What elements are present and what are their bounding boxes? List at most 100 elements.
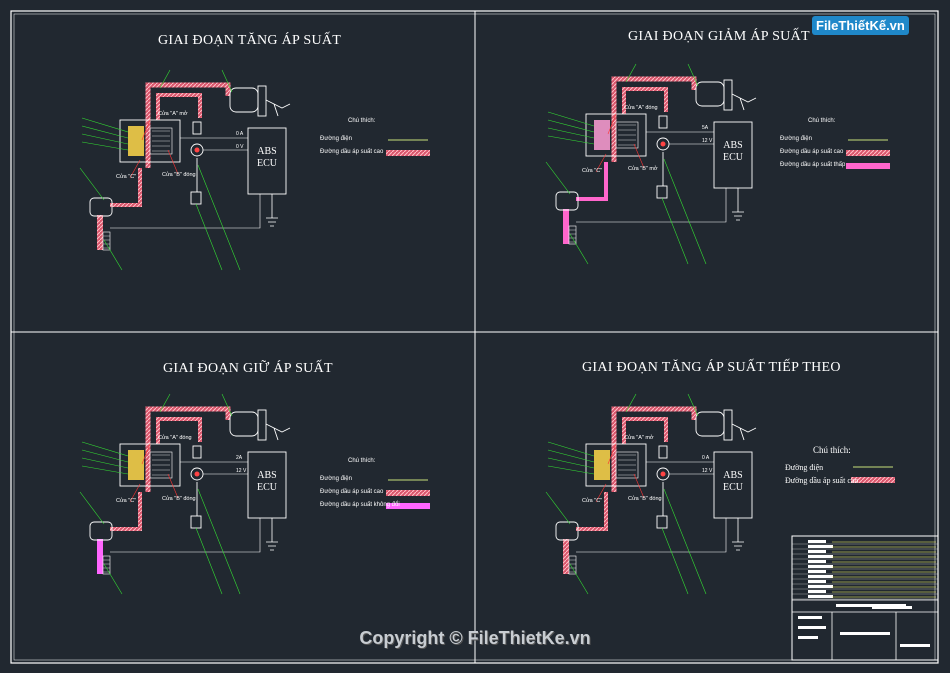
panel-title: GIAI ĐOẠN GIẢM ÁP SUẤT <box>628 29 810 44</box>
port-callout <box>141 119 151 141</box>
port-callout <box>607 443 617 465</box>
leader-line <box>81 457 129 469</box>
ecu-volt-top: 0 A <box>236 131 244 137</box>
solenoid-coil <box>594 120 610 150</box>
pump-rotor <box>660 471 666 477</box>
wheel-pipe <box>576 162 608 201</box>
ecu-volt-top: 2A <box>236 455 243 461</box>
port-callout <box>141 443 151 465</box>
leader-line <box>625 63 637 83</box>
legend-title: Chú thích: <box>348 118 376 124</box>
port-a-label: Cửa "A" đóng <box>624 105 658 111</box>
wheel-pipe <box>110 168 142 207</box>
brake-booster <box>229 87 259 113</box>
abs-ecu-box <box>713 451 753 519</box>
port-c-label: Cửa "C" <box>116 498 137 504</box>
brake-caliper <box>555 191 579 211</box>
legend-item-3: Đường dầu áp suất không đổi <box>320 502 400 508</box>
legend-item-2: Đường dầu áp suất cao <box>785 476 859 485</box>
leader-line <box>195 527 223 595</box>
check-valve <box>192 121 202 135</box>
legend-item-1: Đường điện <box>780 136 812 142</box>
legend-swatch-low-pressure <box>846 163 890 169</box>
ecu-volt-bottom: 12 V <box>702 468 713 474</box>
port-callout <box>129 483 141 503</box>
abs-panel-4 <box>545 393 895 595</box>
title-block-cell <box>808 575 833 578</box>
title-block-text <box>840 632 890 635</box>
abs-ecu-box <box>247 451 287 519</box>
leader-line <box>103 239 123 271</box>
abs-ecu-label: ABS ECU <box>723 470 743 493</box>
booster-diaphragm <box>723 79 733 111</box>
legend-title: Chú thích: <box>348 458 376 464</box>
title-block-cell <box>808 540 826 543</box>
leader-line <box>545 491 571 525</box>
title-block-cell <box>808 555 833 558</box>
leader-line <box>569 563 589 595</box>
valve-spool <box>149 451 173 479</box>
title-block <box>791 535 939 661</box>
sensor-wire <box>110 518 261 553</box>
leader-line <box>569 233 589 265</box>
leader-line <box>545 161 571 195</box>
ground-symbol <box>732 188 744 221</box>
reservoir <box>190 191 202 205</box>
title-block-text <box>798 636 818 639</box>
legend-item-2: Đường dầu áp suất cao <box>320 149 384 155</box>
brake-pedal <box>265 423 291 441</box>
brake-caliper <box>89 197 113 217</box>
leader-line <box>547 465 595 475</box>
check-valve <box>658 115 668 129</box>
brake-pedal <box>731 93 757 111</box>
port-c-label: Cửa "C" <box>116 174 137 180</box>
reservoir <box>190 515 202 529</box>
port-b-label: Cửa "B" đóng <box>628 496 662 502</box>
speed-sensor <box>568 555 577 575</box>
pump-rotor <box>194 471 200 477</box>
high-pressure-pipe <box>611 406 697 492</box>
valve-spool <box>149 127 173 155</box>
title-block-cell <box>808 570 826 573</box>
leader-line <box>81 449 129 463</box>
title-block-text <box>798 626 826 629</box>
title-block-cell <box>808 590 826 593</box>
port-a-label: Cửa "A" mở <box>624 435 654 441</box>
leader-line <box>661 197 689 265</box>
brake-booster <box>695 411 725 437</box>
legend-title: Chú thích: <box>813 445 851 455</box>
ground-symbol <box>732 518 744 551</box>
legend-swatch-high-pressure <box>851 477 895 483</box>
abs-ecu-label: ABS ECU <box>723 140 743 163</box>
brake-booster <box>229 411 259 437</box>
high-pressure-pipe-inner <box>156 93 202 120</box>
high-pressure-pipe-inner <box>156 417 202 444</box>
sensor-wire <box>110 194 261 229</box>
ecu-volt-bottom: 12 V <box>236 468 247 474</box>
speed-sensor <box>102 555 111 575</box>
abs-panel-2 <box>545 63 890 265</box>
high-pressure-pipe <box>145 406 231 492</box>
leader-line <box>625 393 637 413</box>
leader-line <box>663 158 707 265</box>
high-pressure-pipe <box>611 76 697 162</box>
valve-spool <box>615 121 639 149</box>
leader-line <box>547 111 595 127</box>
solenoid-coil <box>128 126 144 156</box>
legend-item-2: Đường dầu áp suất cao <box>780 149 844 155</box>
legend-item-1: Đường điện <box>320 476 352 482</box>
leader-line <box>687 63 699 87</box>
port-a-label: Cửa "A" đóng <box>158 435 192 441</box>
leader-line <box>81 141 129 151</box>
leader-line <box>547 119 595 133</box>
legend-item-2: Đường dầu áp suất cao <box>320 489 384 495</box>
ecu-volt-bottom: 0 V <box>236 144 244 150</box>
legend-swatch-high-pressure <box>846 150 890 156</box>
reservoir <box>656 185 668 199</box>
sensor-wire <box>576 518 727 553</box>
title-block-text <box>836 604 906 607</box>
leader-line <box>159 393 171 413</box>
legend-item-3: Đường dầu áp suất thấp <box>780 162 846 168</box>
logo-text: FileThiếtKế.vn <box>812 16 909 35</box>
